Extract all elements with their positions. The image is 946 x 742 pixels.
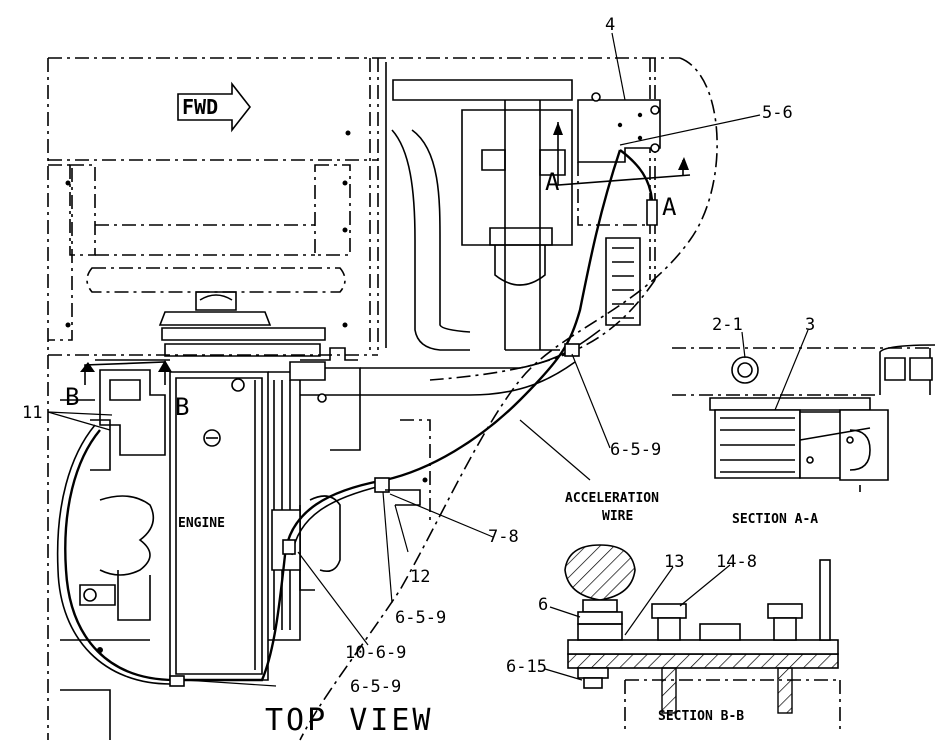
part-6-5-9-upper-label: 6-5-9 bbox=[610, 440, 661, 460]
engine-label: ENGINE bbox=[178, 516, 225, 531]
section-b-left-marker: B bbox=[65, 383, 79, 411]
part-4-label: 4 bbox=[605, 15, 615, 35]
part-10-6-9-label: 10-6-9 bbox=[345, 643, 406, 663]
section-aa-title: SECTION A-A bbox=[732, 512, 818, 527]
fwd-label: FWD bbox=[182, 95, 218, 119]
top-view-title: TOP VIEW bbox=[265, 703, 434, 738]
part-2-1-label: 2-1 bbox=[712, 315, 743, 335]
labels: FWD 4 5-6 A A B B 11 ENGINE 6-5-9 ACCELE… bbox=[22, 15, 818, 738]
acceleration-wire-label-line2: WIRE bbox=[602, 509, 633, 524]
part-6-5-9-middle-label: 6-5-9 bbox=[395, 608, 446, 628]
part-14-8-label: 14-8 bbox=[716, 552, 757, 572]
part-6-15-label: 6-15 bbox=[506, 657, 547, 677]
part-12-label: 12 bbox=[410, 567, 430, 587]
section-a-right-marker: A bbox=[662, 193, 677, 221]
part-7-8-label: 7-8 bbox=[488, 527, 519, 547]
section-bb-title: SECTION B-B bbox=[658, 709, 744, 724]
part-5-6-label: 5-6 bbox=[762, 103, 793, 123]
part-6-label: 6 bbox=[538, 595, 548, 615]
part-3-label: 3 bbox=[805, 315, 815, 335]
section-bb-drawing bbox=[564, 544, 841, 730]
section-a-left-marker: A bbox=[545, 168, 560, 196]
part-13-label: 13 bbox=[664, 552, 684, 572]
part-11-label: 11 bbox=[22, 403, 42, 423]
top-view-drawing bbox=[47, 57, 718, 741]
part-6-5-9-lower-label: 6-5-9 bbox=[350, 677, 401, 697]
leader-lines bbox=[47, 32, 809, 687]
acceleration-wire-label-line1: ACCELERATION bbox=[565, 491, 659, 506]
section-b-right-marker: B bbox=[175, 393, 189, 421]
section-aa-drawing bbox=[672, 344, 936, 492]
